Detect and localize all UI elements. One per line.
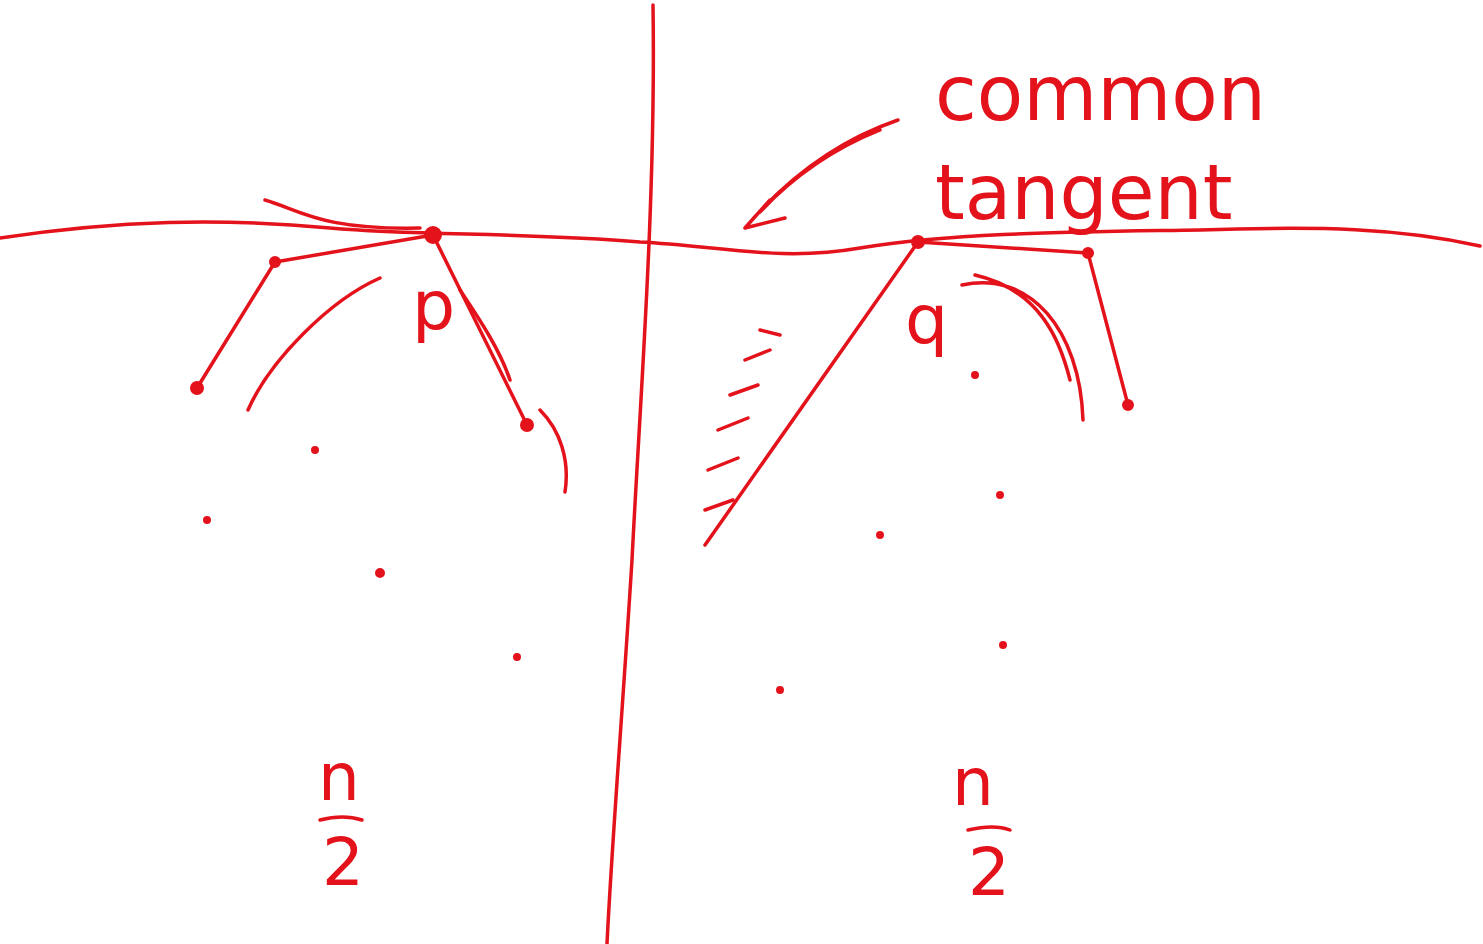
scribble [248, 278, 566, 492]
tangent-line [0, 222, 1480, 254]
fraction-denominator: 2 [968, 840, 1010, 906]
callout-text: common tangent [935, 45, 1405, 243]
hull-edge [197, 235, 527, 425]
point-label: q [905, 286, 948, 354]
fraction-numerator: n [952, 750, 994, 816]
fraction-bar [320, 817, 362, 820]
fraction-bar [968, 827, 1010, 830]
arrow [745, 120, 898, 228]
fraction-numerator: n [318, 745, 360, 811]
fraction-denominator: 2 [322, 830, 364, 896]
hull-edge [705, 242, 1128, 545]
point-label: p [412, 272, 455, 340]
hatch [705, 330, 780, 510]
divide-line [607, 5, 653, 944]
